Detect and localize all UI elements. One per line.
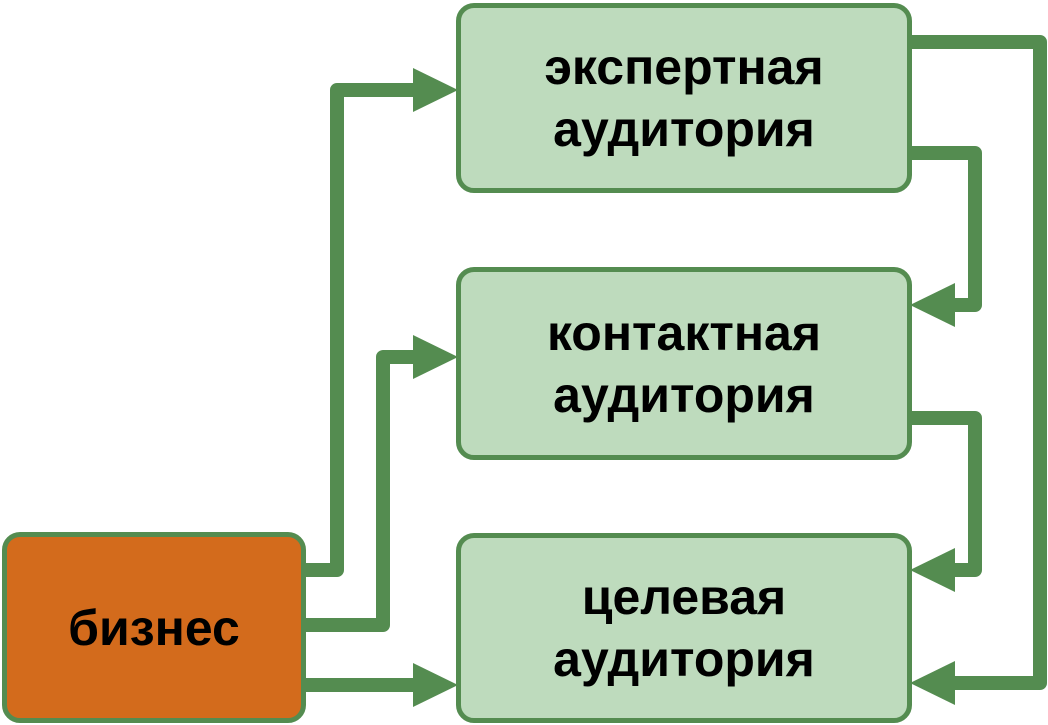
arrowhead xyxy=(413,335,458,379)
node-contact-line1: контактная xyxy=(546,304,822,361)
arrowhead xyxy=(910,548,955,592)
arrowhead xyxy=(910,661,955,705)
node-contact-line2: аудитория xyxy=(553,366,815,423)
arrow-business-to-contact xyxy=(297,350,427,632)
arrowhead xyxy=(413,663,458,707)
node-expert-audience: экспертная аудитория xyxy=(456,3,912,193)
node-expert-line1: экспертная xyxy=(544,39,824,95)
arrow-business-to-expert xyxy=(297,83,427,577)
node-business: бизнес xyxy=(2,532,306,723)
arrowhead xyxy=(910,283,955,327)
node-target-line2: аудитория xyxy=(553,631,815,687)
arrow-contact-to-target xyxy=(901,411,982,577)
node-target-audience: целевая аудитория xyxy=(456,533,912,723)
arrow-expert-to-target xyxy=(901,35,1047,690)
arrowhead xyxy=(413,68,458,112)
node-expert-line2: аудитория xyxy=(553,101,815,157)
node-target-line1: целевая xyxy=(581,569,787,625)
node-business-label: бизнес xyxy=(68,599,240,656)
arrow-expert-to-contact xyxy=(901,146,982,312)
